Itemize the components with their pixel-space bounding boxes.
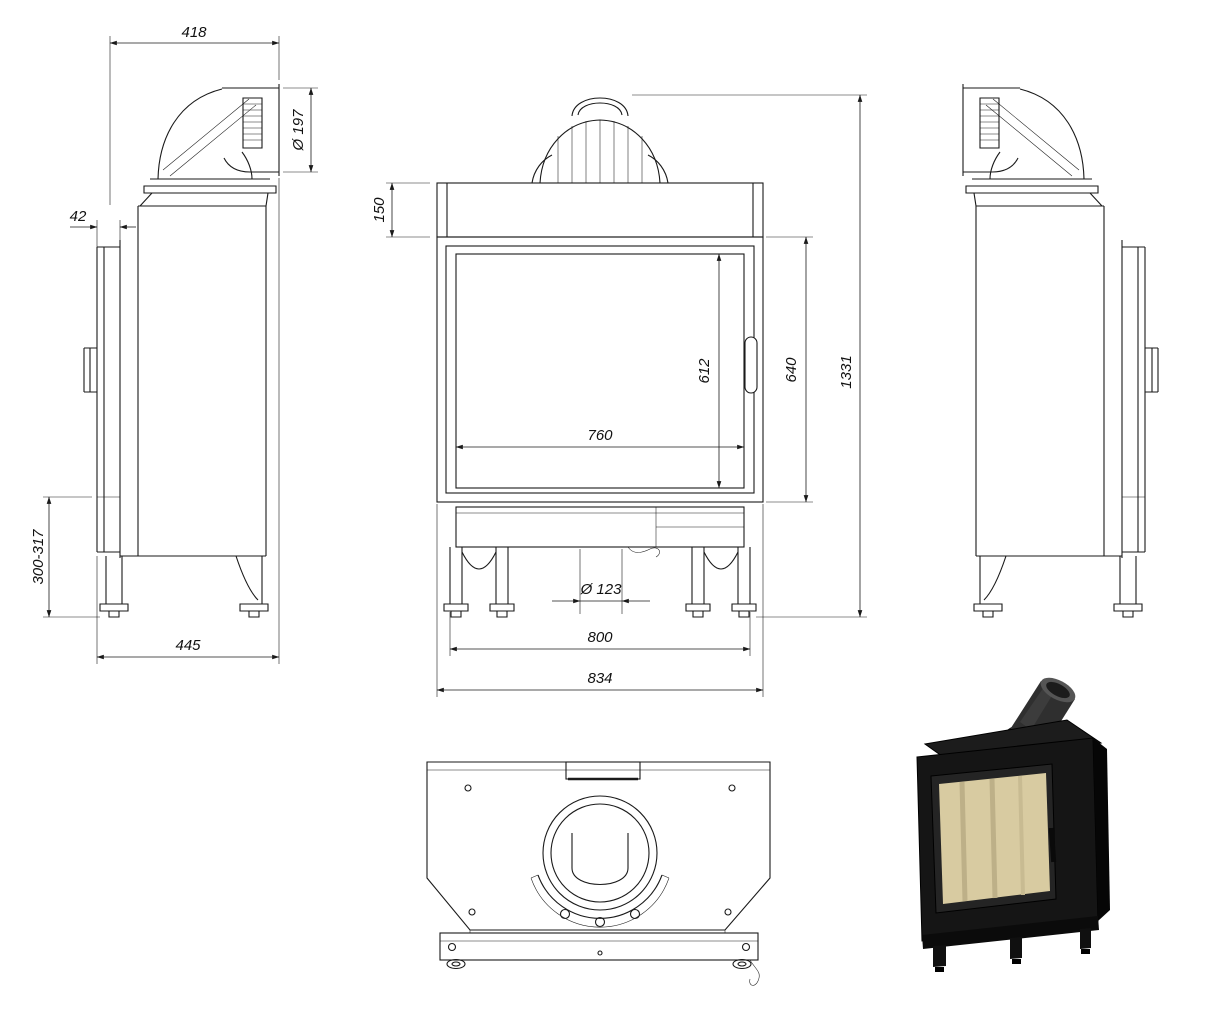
dim-total-width: 834 [587, 670, 612, 687]
front-view [436, 97, 764, 618]
render-leg [1010, 937, 1022, 959]
dim-top-plate-height: 150 [371, 197, 388, 223]
dim-flue-diameter: Ø 197 [290, 109, 307, 152]
side-view-right [962, 83, 1159, 618]
dim-glass-width: 760 [587, 427, 613, 444]
door-handle [744, 336, 758, 394]
dim-total-height: 1331 [838, 355, 855, 388]
dim-outlet-diameter: Ø 123 [580, 581, 623, 598]
front-view-dimensions: 150 612 640 1331 760 Ø 123 800 834 [371, 94, 867, 697]
side-view-left [83, 83, 280, 618]
dim-door-height: 640 [783, 357, 800, 383]
dim-side-top-width: 418 [181, 24, 207, 41]
glass-pane [455, 253, 745, 489]
dim-side-depth: 445 [175, 637, 201, 654]
door-frame [436, 236, 764, 503]
render-leg [1080, 928, 1091, 949]
top-view [426, 761, 771, 986]
dim-leg-height-range: 300-317 [30, 529, 47, 585]
product-3d-render [916, 677, 1110, 972]
dim-leg-span: 800 [587, 629, 613, 646]
dim-glass-height: 612 [696, 358, 713, 384]
flue-opening [542, 795, 658, 911]
side-view-left-dimensions: 418 Ø 197 42 300-317 445 [30, 24, 318, 664]
render-handle [1048, 827, 1057, 863]
render-leg [933, 945, 946, 967]
dim-front-offset: 42 [70, 208, 87, 225]
